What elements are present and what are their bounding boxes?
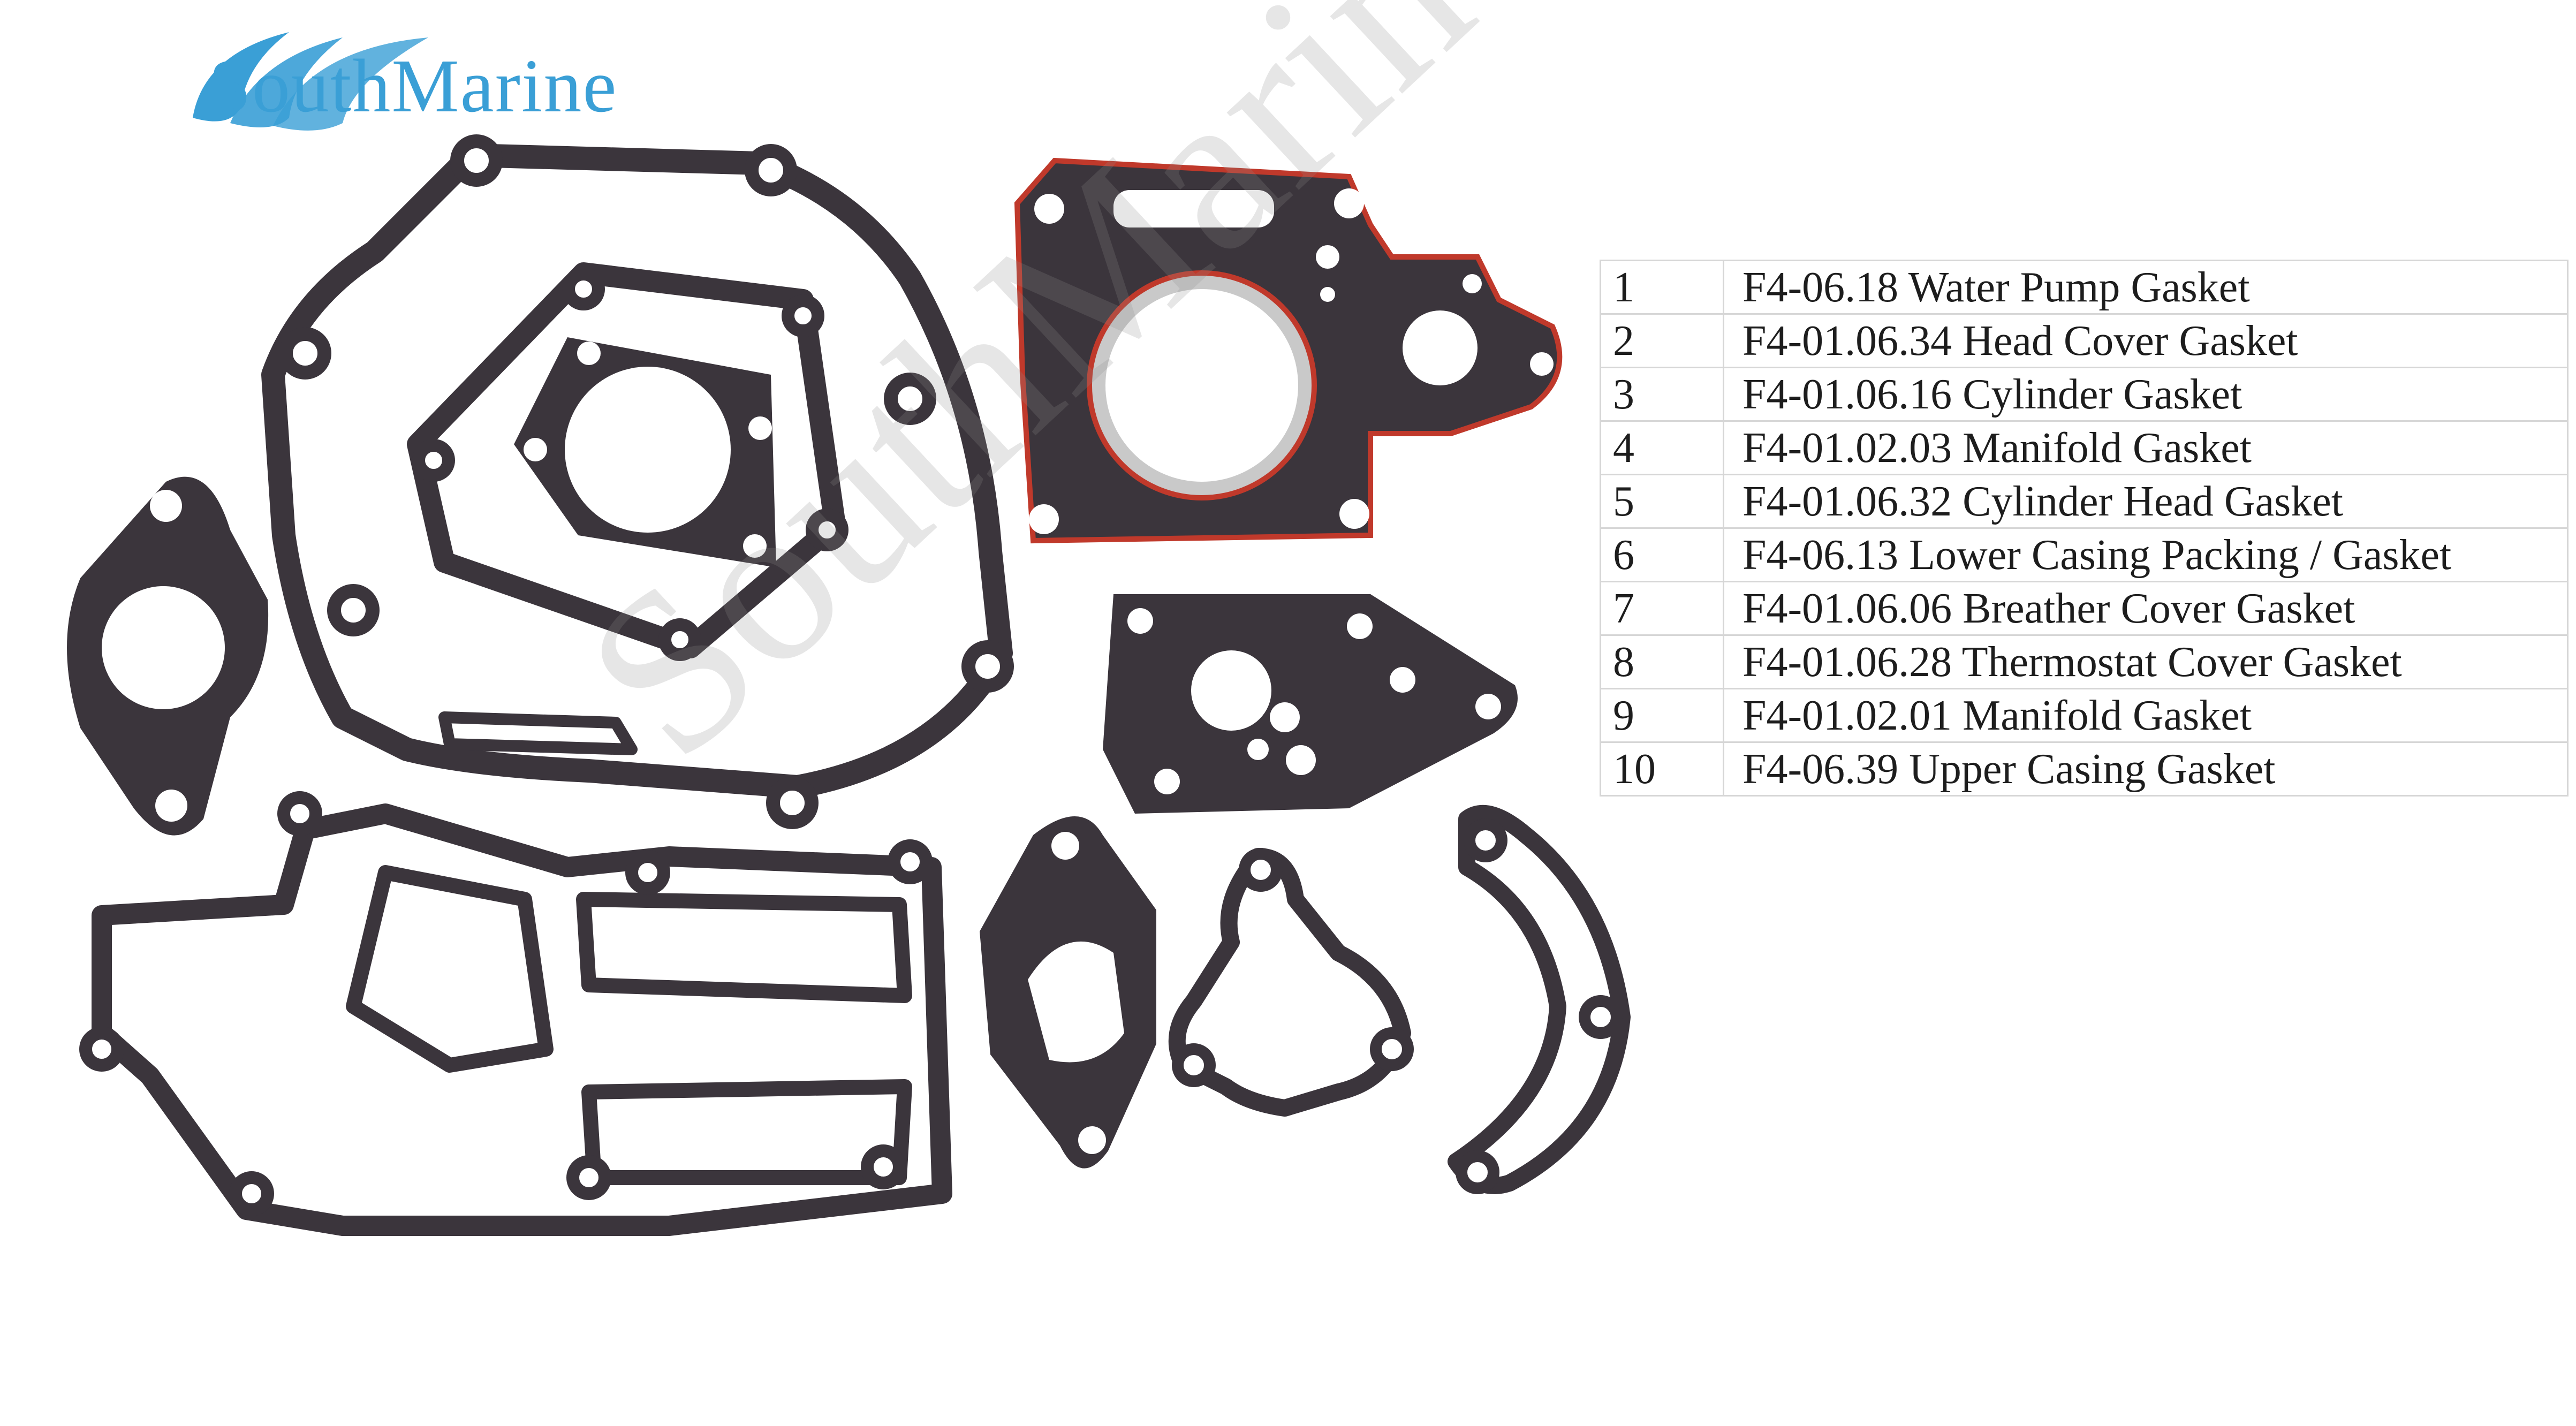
part-number: 7 [1600, 581, 1724, 636]
lower-casing-gasket [1103, 594, 1518, 814]
cylinder-gasket [514, 337, 776, 567]
part-description: F4-01.06.32 Cylinder Head Gasket [1723, 474, 2569, 529]
head-cover-gasket [407, 262, 848, 661]
part-description: F4-01.06.28 Thermostat Cover Gasket [1723, 634, 2569, 689]
part-description: F4-01.02.03 Manifold Gasket [1723, 420, 2569, 475]
cylinder-head-gasket [1014, 157, 1563, 544]
part-description: F4-01.06.34 Head Cover Gasket [1723, 313, 2569, 368]
part-description: F4-06.18 Water Pump Gasket [1723, 260, 2569, 315]
part-number: 4 [1600, 420, 1724, 475]
part-description: F4-01.02.01 Manifold Gasket [1723, 688, 2569, 743]
breather-cover-gasket [980, 816, 1156, 1169]
part-number: 3 [1600, 367, 1724, 422]
manifold-gasket-left [67, 476, 269, 836]
part-number: 9 [1600, 688, 1724, 743]
thermostat-cover-gasket [1168, 848, 1414, 1117]
logo-wordmark: SouthMarine [209, 43, 618, 128]
part-description: F4-06.13 Lower Casing Packing / Gasket [1723, 527, 2569, 582]
part-number: 2 [1600, 313, 1724, 368]
part-description: F4-06.39 Upper Casing Gasket [1723, 741, 2569, 797]
southmarine-logo [193, 32, 428, 131]
water-pump-gasket [261, 134, 1014, 829]
part-description: F4-01.06.06 Breather Cover Gasket [1723, 581, 2569, 636]
part-description: F4-01.06.16 Cylinder Gasket [1723, 367, 2569, 422]
part-number: 8 [1600, 634, 1724, 689]
part-number: 10 [1600, 741, 1724, 797]
part-number: 5 [1600, 474, 1724, 529]
manifold-gasket-right [1448, 805, 1631, 1194]
upper-casing-gasket [79, 791, 952, 1236]
part-number: 6 [1600, 527, 1724, 582]
part-number: 1 [1600, 260, 1724, 315]
